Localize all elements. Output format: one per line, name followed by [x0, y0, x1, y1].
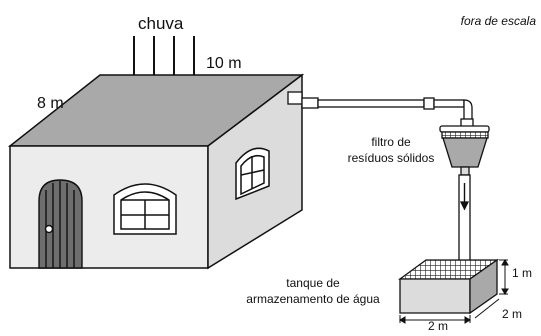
filter-icon: [439, 125, 490, 176]
tank-depth-label: 2 m: [502, 307, 522, 321]
tank-width-label: 2 m: [428, 319, 448, 331]
tank-height-dimension: [499, 259, 509, 295]
side-window: [235, 147, 270, 201]
door: [38, 179, 83, 269]
tank-depth-dimension: [474, 298, 500, 319]
tank-label-line2: armazenamento de água: [246, 292, 380, 306]
tank-width-dimension: [399, 315, 471, 324]
storage-tank-icon: [398, 258, 500, 315]
water-pipe: [287, 91, 474, 128]
rain-label: chuva: [138, 14, 184, 33]
downpipe: [458, 174, 471, 270]
roof-length-label: 10 m: [206, 55, 242, 72]
front-window: [113, 183, 177, 235]
roof-width-label: 8 m: [37, 95, 64, 112]
filter-label-line2: resíduos sólidos: [348, 151, 435, 165]
filter-label-line1: filtro de: [371, 135, 411, 149]
scale-note: fora de escala: [461, 14, 537, 28]
tank-height-label: 1 m: [512, 266, 532, 280]
tank-label-line1: tanque de: [286, 276, 340, 290]
door-knob: [44, 224, 54, 234]
